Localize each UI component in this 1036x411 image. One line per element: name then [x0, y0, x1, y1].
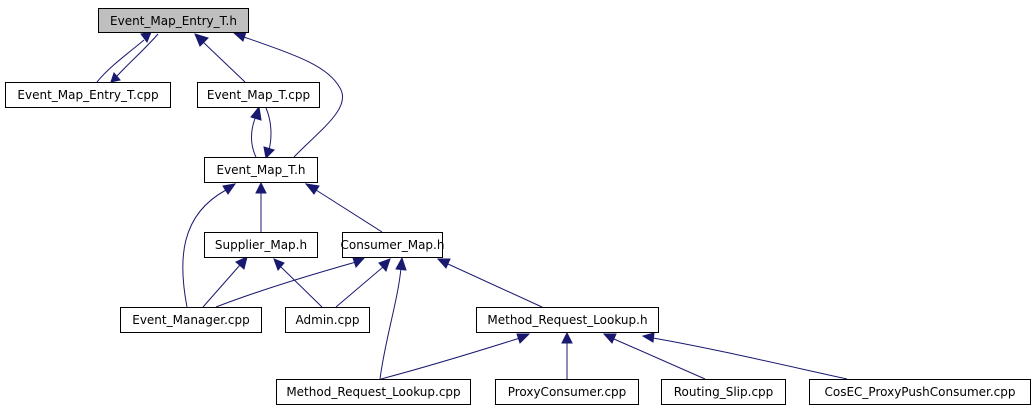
- edge-event-manager-to-map-t-h: [182, 183, 237, 308]
- edge-map-t-cpp-to-map-t-h: [263, 107, 275, 160]
- edge-map-t-h-to-entry-h: [232, 31, 343, 158]
- edge-consumer-map-to-map-t-h: [304, 183, 383, 233]
- node-event-map-entry-t-cpp[interactable]: Event_Map_Entry_T.cpp: [5, 82, 171, 108]
- node-method-request-lookup-h[interactable]: Method_Request_Lookup.h: [476, 307, 659, 333]
- edge-cosec-to-mrl-h: [641, 332, 848, 380]
- edge-map-t-h-to-map-t-cpp: [250, 105, 262, 158]
- node-routing-slip-cpp[interactable]: Routing_Slip.cpp: [661, 379, 786, 405]
- node-consumer-map-h[interactable]: Consumer_Map.h: [341, 232, 444, 258]
- edge-entry-h-to-entry-cpp: [110, 33, 159, 83]
- edge-mrl-cpp-to-mrl-h: [380, 333, 531, 380]
- node-admin-cpp[interactable]: Admin.cpp: [285, 307, 370, 333]
- edge-routing-slip-to-mrl-h: [602, 333, 706, 380]
- node-event-manager-cpp[interactable]: Event_Manager.cpp: [120, 307, 262, 333]
- edge-proxyconsumer-to-mrl-h: [561, 331, 573, 379]
- node-method-request-lookup-cpp[interactable]: Method_Request_Lookup.cpp: [276, 379, 471, 405]
- node-supplier-map-h[interactable]: Supplier_Map.h: [204, 232, 318, 258]
- edge-entry-cpp-to-entry-h: [96, 31, 152, 83]
- node-proxyconsumer-cpp[interactable]: ProxyConsumer.cpp: [495, 379, 639, 405]
- edge-supplier-map-to-map-t-h: [255, 181, 267, 232]
- node-event-map-t-h[interactable]: Event_Map_T.h: [204, 157, 318, 183]
- edge-mrl-h-to-consumer-map: [436, 258, 543, 308]
- node-event-map-t-cpp[interactable]: Event_Map_T.cpp: [197, 82, 320, 108]
- node-event-map-entry-t-h: Event_Map_Entry_T.h: [98, 8, 249, 33]
- edge-admin-to-supplier-map: [273, 258, 323, 308]
- edge-event-manager-to-supplier-map: [202, 256, 248, 308]
- edge-admin-to-consumer-map: [335, 258, 391, 308]
- node-cosec-proxypushconsumer-cpp[interactable]: CosEC_ProxyPushConsumer.cpp: [809, 379, 1031, 405]
- edge-mrl-cpp-to-consumer-map: [379, 256, 407, 380]
- edge-map-t-cpp-to-entry-h: [194, 33, 246, 83]
